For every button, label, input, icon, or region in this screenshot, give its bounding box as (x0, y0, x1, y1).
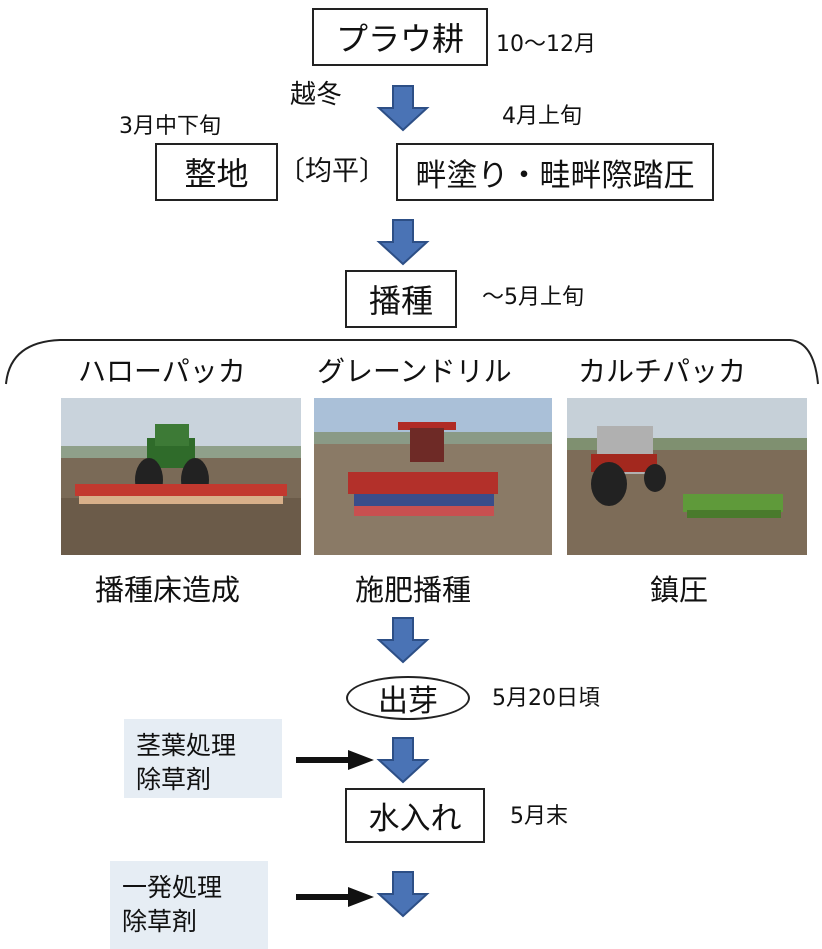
machine-name-cultipacker: カルチパッカ (578, 355, 747, 388)
cultipacker-photo (567, 398, 807, 555)
down-arrow-icon (376, 871, 430, 918)
levee-step-box: 畔塗り・畦畔際踏圧 (396, 143, 714, 201)
level-note: 〔均平〕 (278, 156, 386, 187)
foliar-herbicide-note: 茎葉処理 除草剤 (124, 719, 282, 798)
machine-purpose-drill: 施肥播種 (355, 573, 472, 607)
level-step-box: 整地 (155, 143, 278, 201)
flood-step-label: 水入れ (368, 801, 462, 837)
machine-purpose-harrow: 播種床造成 (95, 573, 241, 607)
down-arrow-icon (376, 219, 430, 266)
foliar-herbicide-line2: 除草剤 (136, 764, 212, 794)
machine-name-drill: グレーンドリル (317, 355, 512, 388)
foliar-herbicide-line1: 茎葉処理 (136, 731, 237, 760)
plow-step-label: プラウ耕 (335, 20, 464, 58)
flood-timing: 5月末 (510, 804, 568, 829)
plow-timing: 10〜12月 (496, 32, 596, 57)
sow-timing: 〜5月上旬 (482, 285, 584, 310)
machine-name-harrow: ハローパッカ (78, 355, 246, 388)
right-arrow-icon (296, 887, 374, 907)
harrow-packer-photo (61, 398, 301, 555)
machines-bracket (5, 339, 819, 385)
grain-drill-photo (314, 398, 552, 555)
sow-step-label: 播種 (368, 282, 433, 320)
plow-step-box: プラウ耕 (312, 8, 488, 66)
down-arrow-icon (376, 617, 430, 664)
right-arrow-icon (296, 750, 374, 770)
level-step-label: 整地 (184, 155, 249, 193)
oneshot-herbicide-line1: 一発処理 (122, 873, 223, 902)
levee-timing: 4月上旬 (502, 104, 582, 129)
flood-step-box: 水入れ (345, 788, 485, 843)
levee-step-label: 畔塗り・畦畔際踏圧 (415, 157, 695, 194)
down-arrow-icon (376, 737, 430, 784)
level-timing: 3月中下旬 (119, 114, 221, 139)
emergence-ellipse: 出芽 (346, 676, 470, 720)
down-arrow-icon (376, 85, 430, 132)
emergence-label: 出芽 (378, 684, 438, 719)
oneshot-herbicide-line2: 除草剤 (122, 906, 198, 936)
sow-step-box: 播種 (345, 270, 457, 328)
overwinter-label: 越冬 (290, 80, 343, 110)
machine-purpose-cultipacker: 鎮圧 (650, 573, 709, 607)
emergence-timing: 5月20日頃 (492, 686, 600, 711)
oneshot-herbicide-note: 一発処理 除草剤 (110, 861, 268, 949)
